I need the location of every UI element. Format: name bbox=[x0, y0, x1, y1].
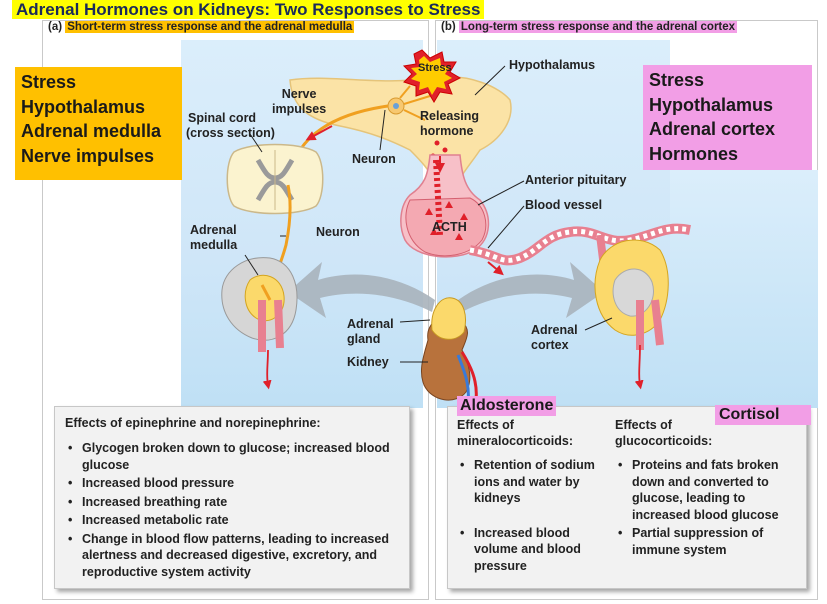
label-line: Adrenal bbox=[347, 317, 394, 331]
callout-line: Stress bbox=[21, 72, 77, 92]
adrenal-gland-shape bbox=[431, 297, 466, 340]
callout-short-term: Stress Hypothalamus Adrenal medulla Nerv… bbox=[15, 67, 182, 180]
label-line: Releasing bbox=[420, 109, 480, 123]
panel-a-letter: (a) bbox=[48, 21, 63, 33]
gray-arrow-right-icon bbox=[458, 262, 604, 318]
label-line: mineralocorticoids: bbox=[457, 434, 573, 448]
label-stress: Stress bbox=[418, 62, 452, 74]
callout-line: Stress bbox=[649, 70, 705, 90]
label-line: impulses bbox=[272, 102, 327, 116]
label-line: gland bbox=[347, 332, 381, 346]
label-hypothalamus: Hypothalamus bbox=[509, 58, 596, 72]
label-neuron-upper: Neuron bbox=[352, 152, 396, 166]
mineral-column: Effects of mineralocorticoids: Retention… bbox=[457, 417, 617, 576]
mineral-list: Retention of sodium ions and water by ki… bbox=[457, 457, 617, 574]
list-item: Proteins and fats broken down and conver… bbox=[615, 457, 801, 523]
label-blood-vessel: Blood vessel bbox=[525, 198, 603, 212]
label-line: Spinal cord bbox=[188, 111, 257, 125]
gluco-list: Proteins and fats broken down and conver… bbox=[615, 457, 801, 558]
callout-line: Adrenal cortex bbox=[649, 119, 776, 139]
effects-epinephrine-title: Effects of epinephrine and norepinephrin… bbox=[65, 416, 321, 430]
panel-a-heading-text: Short-term stress response and the adren… bbox=[65, 21, 355, 33]
page-title: Adrenal Hormones on Kidneys: Two Respons… bbox=[12, 0, 485, 19]
panel-b-heading-text: Long-term stress response and the adrena… bbox=[458, 21, 738, 33]
blood-vessel-path bbox=[469, 223, 691, 266]
label-adrenal-cortex: Adrenal cortex bbox=[531, 323, 578, 353]
gluco-title: Effects of glucocorticoids: bbox=[615, 417, 801, 449]
callout-line: Adrenal medulla bbox=[21, 121, 162, 141]
gray-arrow-left-icon bbox=[288, 262, 435, 318]
list-item: Retention of sodium ions and water by ki… bbox=[457, 457, 617, 507]
label-line: Effects of bbox=[457, 418, 514, 432]
effects-epinephrine-box: Effects of epinephrine and norepinephrin… bbox=[54, 406, 410, 589]
tag-aldosterone: Aldosterone bbox=[457, 396, 557, 416]
label-line: (cross section) bbox=[186, 126, 275, 140]
list-item: Glycogen broken down to glucose; increas… bbox=[65, 440, 399, 473]
panel-b-background-right bbox=[670, 170, 818, 408]
effects-epinephrine-list: Glycogen broken down to glucose; increas… bbox=[65, 440, 399, 580]
panel-b-heading: (b) Long-term stress response and the ad… bbox=[441, 21, 738, 33]
label-line: Effects of bbox=[615, 418, 672, 432]
panel-b-letter: (b) bbox=[441, 21, 456, 33]
panel-a-heading: (a) Short-term stress response and the a… bbox=[48, 21, 355, 33]
callout-line: Hypothalamus bbox=[649, 94, 774, 115]
callout-line: Hormones bbox=[649, 143, 739, 164]
label-acth: ACTH bbox=[432, 220, 467, 234]
label-adrenal-gland: Adrenal gland bbox=[347, 317, 394, 347]
label-line: Adrenal bbox=[531, 323, 578, 337]
label-line: hormone bbox=[420, 124, 474, 138]
list-item: Increased blood volume and blood pressur… bbox=[457, 525, 617, 575]
tag-cortisol: Cortisol bbox=[715, 405, 811, 425]
label-spinal-cord: Spinal cord (cross section) bbox=[186, 111, 275, 141]
list-item: Increased blood pressure bbox=[65, 475, 399, 492]
label-neuron-lower: Neuron bbox=[316, 225, 360, 239]
mineral-title: Effects of mineralocorticoids: bbox=[457, 417, 617, 449]
callout-long-term: Stress Hypothalamus Adrenal cortex Hormo… bbox=[643, 65, 812, 170]
label-line: Adrenal bbox=[190, 223, 237, 237]
list-item: Increased metabolic rate bbox=[65, 512, 399, 529]
label-line: glucocorticoids: bbox=[615, 434, 713, 448]
list-item: Increased breathing rate bbox=[65, 494, 399, 511]
callout-line: Nerve impulses bbox=[21, 145, 155, 166]
label-line: medulla bbox=[190, 238, 238, 252]
anterior-pituitary-shape bbox=[405, 197, 487, 257]
gluco-column: Effects of glucocorticoids: Proteins and… bbox=[615, 417, 801, 560]
list-item: Change in blood flow patterns, leading t… bbox=[65, 531, 399, 581]
label-line: cortex bbox=[531, 338, 569, 352]
label-nerve-impulses: Nerve impulses bbox=[272, 87, 326, 117]
label-kidney: Kidney bbox=[347, 355, 389, 369]
label-releasing-hormone: Releasing hormone bbox=[420, 109, 479, 139]
list-item: Partial suppression of immune system bbox=[615, 525, 801, 558]
label-anterior-pituitary: Anterior pituitary bbox=[525, 173, 627, 187]
label-adrenal-medulla: Adrenal medulla bbox=[190, 223, 237, 253]
label-line: Nerve bbox=[281, 87, 317, 101]
callout-line: Hypothalamus bbox=[21, 96, 146, 117]
